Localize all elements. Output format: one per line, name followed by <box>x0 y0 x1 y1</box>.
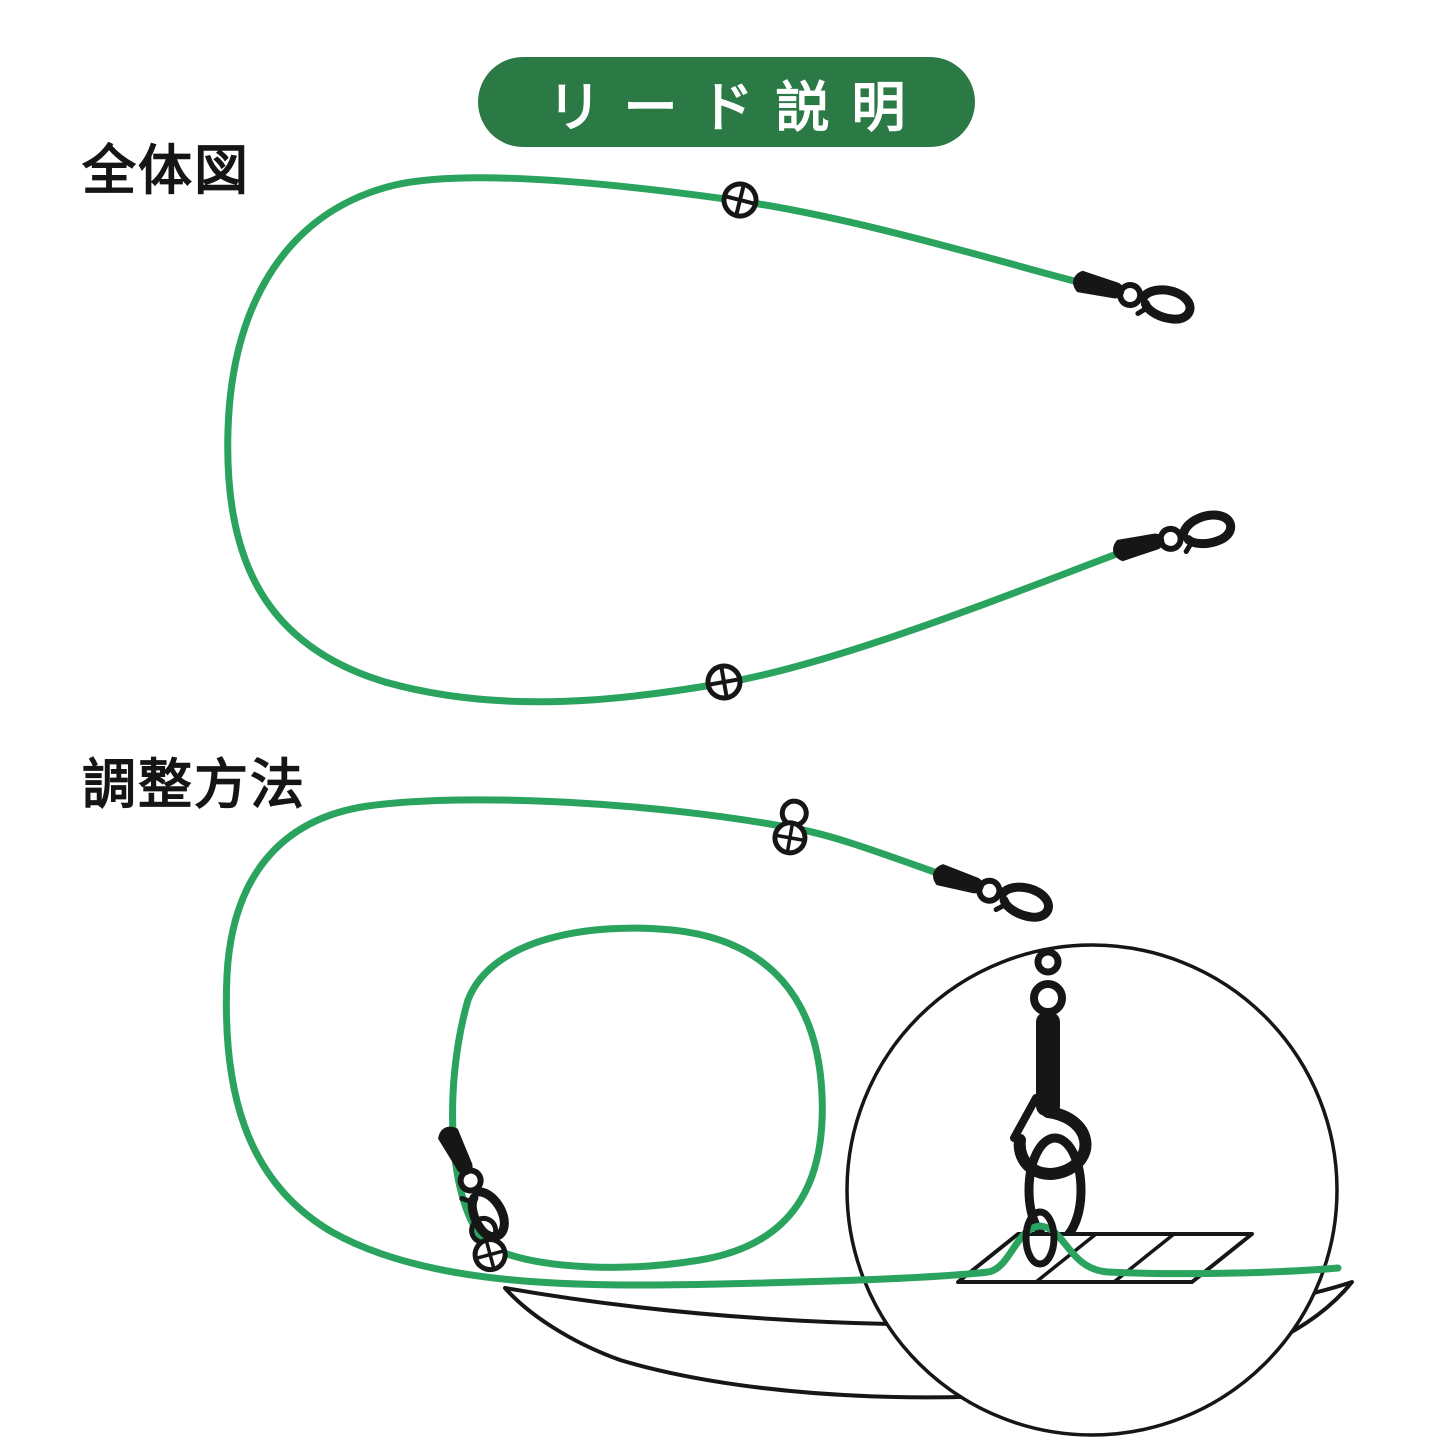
page-title: リード説明 <box>547 75 928 139</box>
zoom-detail-circle <box>845 943 1339 1437</box>
cord-adjuster-bead-top <box>721 181 760 220</box>
title-pill: リード説明 <box>478 57 975 147</box>
section-label-overall: 全体図 <box>82 139 250 202</box>
leash-cord-inner-loop <box>449 924 826 1271</box>
cord-adjuster-bead-bottom <box>705 663 742 700</box>
swivel-snap-hook-bottom <box>1110 511 1234 569</box>
swivel-snap-hook-adjust-top <box>928 860 1052 924</box>
section-label-adjust: 調整方法 <box>82 753 306 816</box>
adjustment-diagram <box>222 799 1354 1437</box>
leash-cord-overall <box>224 174 1126 706</box>
swivel-snap-hook-top <box>1069 267 1193 325</box>
overall-diagram <box>224 174 1234 706</box>
strap-ring <box>1022 1208 1058 1268</box>
